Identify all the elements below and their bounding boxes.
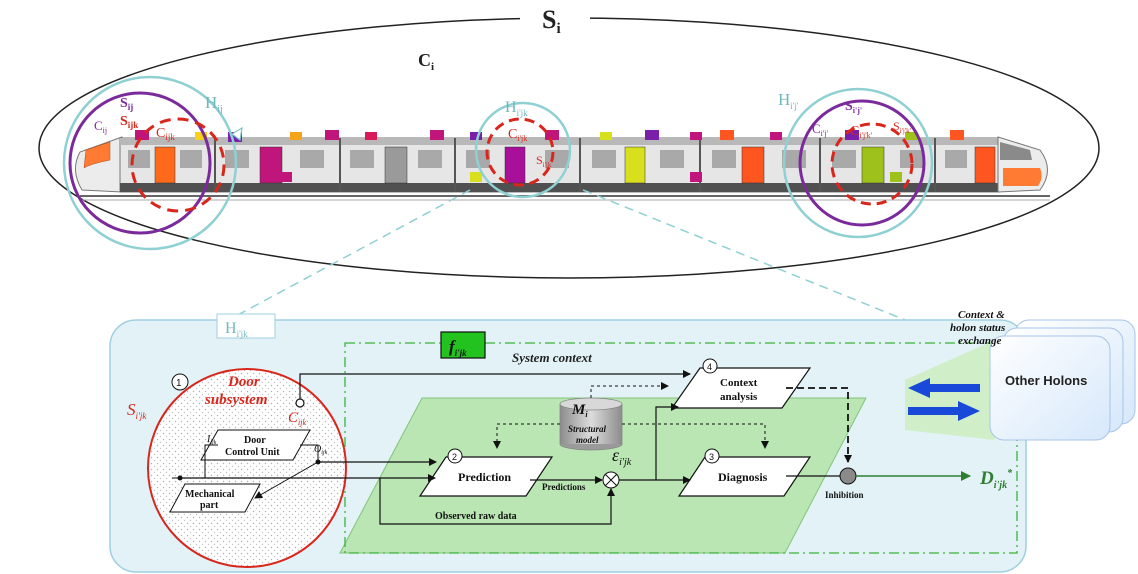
exchange-arrows	[908, 378, 980, 421]
input-label: Iijk	[206, 434, 217, 446]
door	[974, 146, 996, 184]
svg-text:2: 2	[452, 452, 457, 462]
predictions-label: Predictions	[542, 482, 586, 492]
inhibition-node-icon	[839, 467, 857, 485]
holon-box-label-bg	[216, 313, 276, 339]
ctx-right2-label: Ci'j'k'	[850, 124, 873, 140]
subsys-left2-label: Sijk	[120, 114, 138, 130]
holon-box-label: Hi'jk	[225, 320, 248, 339]
train	[75, 130, 1050, 201]
svg-text:Structural: Structural	[568, 424, 607, 434]
door	[624, 146, 646, 184]
ctx-right-label: Ci'j'	[812, 121, 829, 138]
context-to-inhibition-line	[786, 387, 852, 463]
svg-text:1: 1	[176, 378, 182, 389]
inhibition-label: Inhibition	[825, 490, 864, 500]
svg-text:part: part	[200, 500, 219, 511]
projection-line-left	[194, 189, 471, 339]
door-subsystem-title: Door	[227, 374, 260, 390]
s-door-label: Si'jk	[127, 400, 147, 421]
observed-label: Observed raw data	[435, 511, 517, 522]
holon-mid: Hi'jk Ci'jk Si'jk	[474, 99, 572, 199]
svg-text:Control Unit: Control Unit	[225, 447, 280, 458]
svg-text:Mechanical: Mechanical	[185, 489, 235, 500]
door-subsystem-title2: subsystem	[204, 392, 268, 408]
svg-text:Prediction: Prediction	[458, 470, 511, 484]
context-analysis-box	[670, 367, 812, 409]
door	[741, 146, 765, 184]
mechanical-part	[169, 483, 261, 513]
holon-right: Hi'j' Si'j' Ci'j' Ci'j'k' Si'j'k'	[778, 87, 934, 239]
system-label: Si	[542, 5, 561, 37]
other-holons-stack: Other Holons	[989, 319, 1136, 441]
multiply-node-icon	[602, 471, 620, 489]
svg-text:Context: Context	[720, 377, 758, 389]
prediction-box	[418, 456, 554, 497]
subsys-right-label: Si'j'	[845, 99, 862, 115]
residual-to-context-line	[655, 403, 679, 480]
context-sensor-icon	[295, 398, 305, 408]
svg-text:Diagnosis: Diagnosis	[718, 470, 768, 484]
ctx-mid-label: Ci'jk	[508, 127, 527, 143]
model-to-context-line	[590, 382, 669, 398]
arrow-left-icon	[908, 378, 980, 398]
door-subsystem: 1 Door subsystem Si'jk Door Control Unit…	[127, 368, 347, 568]
c-door-label: Cijk	[288, 410, 306, 427]
exchange-label-3: exchange	[958, 335, 1002, 347]
epsilon-label: εi'jk	[612, 445, 632, 468]
exchange-label-2: holon status	[950, 322, 1005, 334]
model-m-label: Mi	[571, 402, 588, 419]
holon-left-label: Hij	[205, 93, 223, 115]
projection-line-right	[582, 189, 951, 339]
ctx-left2-label: Cijk	[156, 126, 175, 142]
svg-text:analysis: analysis	[720, 391, 758, 403]
output-d-label: Di'jk*	[979, 468, 1013, 491]
door-control-unit	[200, 429, 311, 461]
observed-data-line	[379, 478, 615, 525]
subsys-right2-label: Si'j'k'	[893, 119, 911, 135]
svg-text:model: model	[576, 435, 599, 445]
exchange-label-1: Context &	[958, 309, 1005, 321]
svg-text:Door: Door	[244, 435, 266, 446]
f-label: fi'jk	[449, 337, 467, 358]
door	[861, 146, 885, 184]
arrow-right-icon	[908, 401, 980, 421]
svg-text:4: 4	[707, 362, 712, 372]
database-icon: Mi Structural model	[559, 397, 623, 451]
door	[154, 146, 176, 184]
other-holons-label: Other Holons	[1005, 373, 1087, 388]
holon-mid-label: Hi'jk	[505, 99, 528, 118]
model-to-diagnosis-line	[622, 423, 769, 449]
door	[384, 146, 408, 184]
svg-text:3: 3	[709, 452, 714, 462]
ctx-left-label: Cij	[94, 118, 107, 135]
holon-left: Hij Sij Sijk Cij Cijk	[62, 75, 243, 251]
holon-right-label: Hi'j'	[778, 90, 799, 111]
context-label: Ci	[418, 50, 434, 73]
subsys-left-label: Sij	[120, 96, 133, 112]
door	[504, 146, 526, 184]
model-to-prediction-line	[493, 423, 560, 449]
subsys-mid-label: Si'jk	[536, 153, 552, 169]
door	[259, 146, 283, 184]
system-context-label: System context	[512, 350, 592, 365]
context-signal-line	[299, 370, 691, 399]
f-box	[440, 331, 486, 359]
system-label-bg	[520, 5, 590, 33]
system-context-box	[344, 342, 1018, 554]
